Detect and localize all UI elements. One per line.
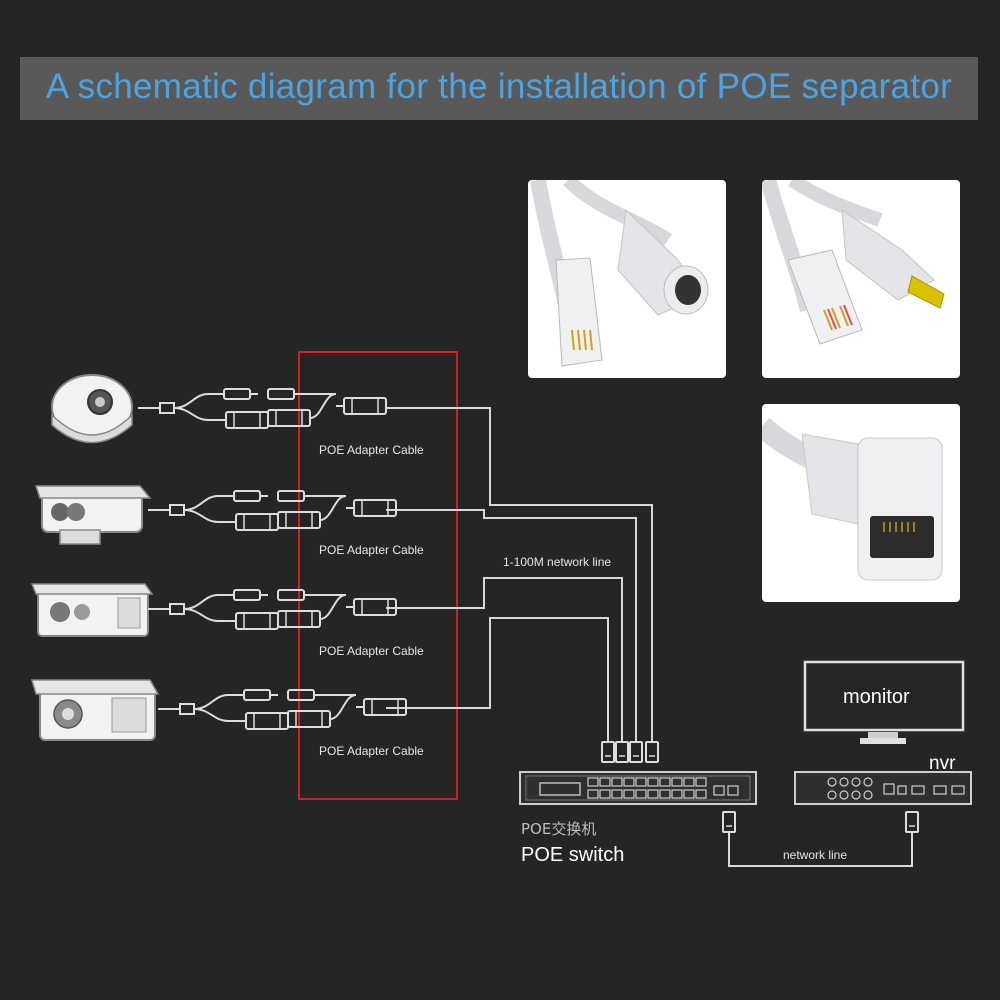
box-camera-icon [30, 583, 154, 637]
adapter-label-4: POE Adapter Cable [319, 744, 424, 758]
switch-nvr-link [722, 811, 919, 867]
rj45-dc-female-illustration [530, 180, 709, 367]
cable-set-1 [138, 389, 386, 428]
network-lines [386, 407, 653, 742]
adapter-highlight-box [298, 351, 458, 800]
monitor-icon [803, 660, 965, 744]
rj45-dc-male-photo [762, 180, 960, 378]
switch-label-en: POE switch [521, 844, 624, 866]
outdoor-camera-icon [31, 679, 160, 741]
adapter-label-3: POE Adapter Cable [319, 644, 424, 658]
network-line-label-1: 1-100M network line [503, 555, 611, 569]
cable-set-4 [158, 690, 406, 729]
rj45-dc-female-photo [528, 180, 726, 378]
rj45-female-illustration [762, 417, 943, 581]
dome-camera-icon [51, 374, 133, 444]
rj45-female-photo [762, 404, 960, 602]
nvr-label: nvr [929, 753, 956, 774]
monitor-label: monitor [843, 686, 910, 708]
nvr-icon [794, 771, 972, 805]
cable-set-3 [148, 590, 396, 629]
page-title: A schematic diagram for the installation… [45, 67, 953, 106]
cable-set-2 [148, 491, 396, 530]
title-bar: A schematic diagram for the installation… [20, 57, 978, 120]
switch-lan-plugs [601, 741, 659, 763]
network-line-label-2: network line [783, 848, 847, 862]
switch-label-cn: POE交换机 [521, 820, 596, 838]
adapter-label-2: POE Adapter Cable [319, 543, 424, 557]
rj45-dc-male-illustration [762, 180, 945, 345]
adapter-label-1: POE Adapter Cable [319, 443, 424, 457]
bullet-camera-icon [34, 485, 152, 545]
poe-switch-icon [519, 771, 757, 805]
